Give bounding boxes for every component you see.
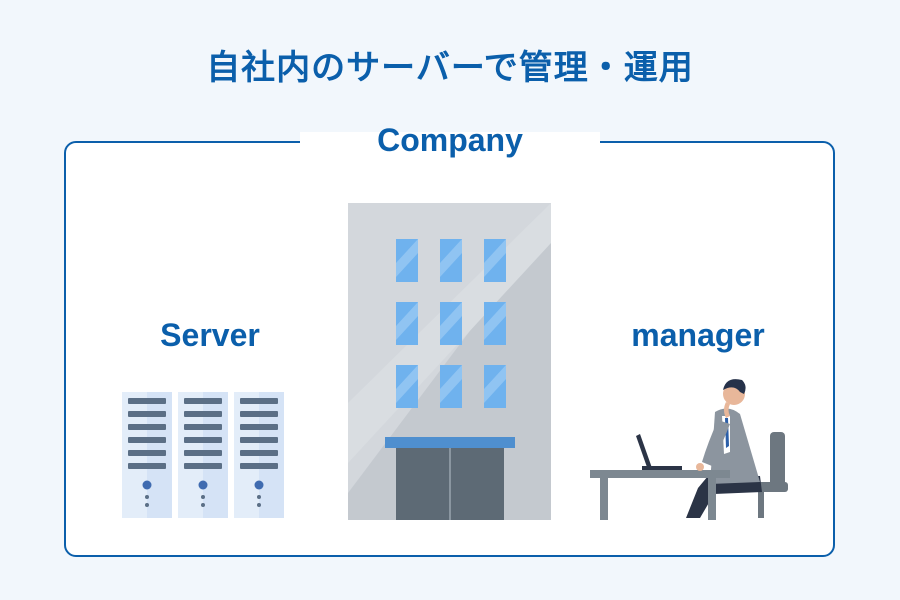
- server-rack-icon: [122, 392, 284, 518]
- manager-label: manager: [631, 317, 765, 353]
- businessman-at-desk-icon: [590, 379, 788, 520]
- company-label: Company: [377, 122, 523, 158]
- page-title: 自社内のサーバーで管理・運用: [206, 48, 694, 88]
- frame-label-gap: [300, 132, 600, 152]
- server-label: Server: [160, 317, 260, 353]
- office-building-icon: [348, 203, 551, 520]
